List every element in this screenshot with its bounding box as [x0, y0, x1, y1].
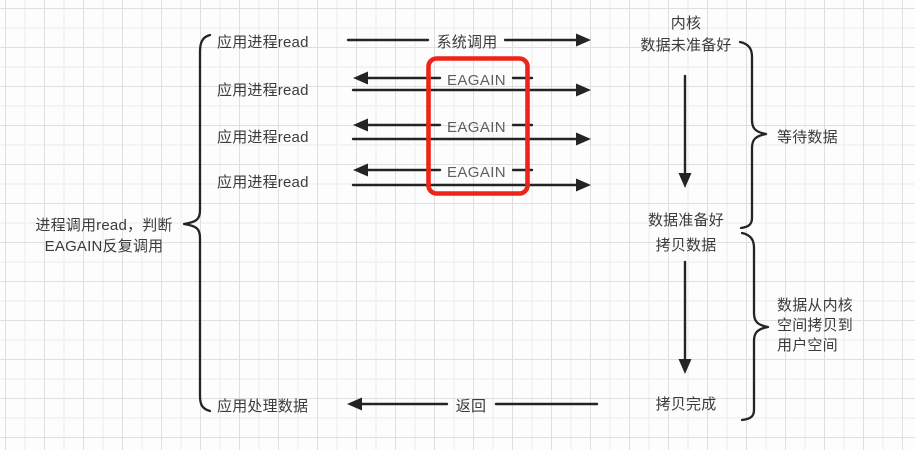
kernel-copy-arrow	[678, 260, 692, 374]
return-arrow	[347, 397, 599, 411]
app-result-label: 应用处理数据	[217, 398, 309, 415]
copy-brace	[740, 231, 770, 422]
wait-brace	[738, 40, 768, 230]
copy-annotation: 数据从内核 空间拷贝到 用户空间	[777, 297, 854, 354]
highlight-box	[426, 56, 530, 196]
return-label: 返回	[455, 398, 487, 415]
eagain-label-3: EAGAIN	[446, 164, 507, 181]
left-brace	[182, 33, 212, 413]
eagain-label-1: EAGAIN	[446, 72, 507, 89]
kernel-state-initial: 内核 数据未准备好	[640, 15, 732, 54]
app-read-row-4: 应用进程read	[217, 174, 309, 191]
wait-annotation: 等待数据	[777, 129, 838, 146]
app-read-row-1: 应用进程read	[217, 34, 309, 51]
read-retry-arrow-2	[351, 132, 591, 146]
app-read-row-3: 应用进程read	[217, 129, 309, 146]
left-note: 进程调用read，判断 EAGAIN反复调用	[35, 217, 173, 255]
read-retry-arrow-1	[351, 83, 591, 97]
app-read-row-2: 应用进程read	[217, 82, 309, 99]
kernel-state-ready: 数据准备好	[647, 212, 724, 229]
read-retry-arrow-3	[351, 178, 591, 192]
eagain-label-2: EAGAIN	[446, 119, 507, 136]
kernel-state-done: 拷贝完成	[655, 396, 717, 413]
syscall-arrow	[346, 33, 591, 47]
syscall-label: 系统调用	[436, 34, 498, 51]
kernel-action-copy: 拷贝数据	[655, 237, 717, 254]
kernel-wait-arrow	[678, 74, 692, 188]
